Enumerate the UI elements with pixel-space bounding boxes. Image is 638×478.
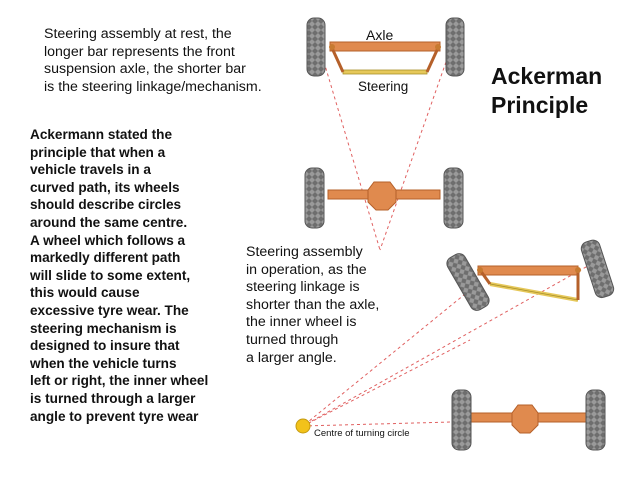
axle-label: Axle bbox=[366, 27, 394, 43]
principle-line: should describe circles bbox=[30, 197, 182, 213]
pivot bbox=[329, 44, 335, 50]
title-line: Principle bbox=[491, 92, 589, 118]
steering-linkage-bar bbox=[342, 69, 428, 75]
steering-linkage-edge bbox=[489, 283, 579, 301]
intro-line: suspension axle, the shorter bar bbox=[44, 61, 246, 78]
differential-housing-bottom bbox=[511, 404, 539, 434]
principle-line: will slide to some extent, bbox=[30, 267, 191, 283]
intro-text: Steering assembly at rest, the longer ba… bbox=[44, 26, 304, 96]
steering-label: Steering bbox=[358, 79, 409, 94]
intro-line: Steering assembly at rest, the bbox=[44, 26, 232, 42]
pivot bbox=[575, 267, 581, 273]
pivot bbox=[435, 44, 441, 50]
centre-of-turning-circle-label: Centre of turning circle bbox=[314, 428, 410, 439]
tyre-front-right bbox=[445, 17, 465, 77]
principle-line: vehicle travels in a bbox=[30, 162, 151, 178]
operation-line: Steering assembly bbox=[246, 244, 363, 260]
principle-line: is turned through a larger bbox=[30, 390, 196, 406]
operation-line: the inner wheel is bbox=[246, 314, 357, 331]
title-line: Ackerman bbox=[491, 63, 603, 89]
operation-line: turned through bbox=[246, 331, 339, 348]
tyre-rear-right-bottom bbox=[585, 389, 606, 451]
assembly-at-rest bbox=[306, 17, 465, 77]
steering-arm-right bbox=[425, 47, 440, 73]
front-axle-bar bbox=[329, 41, 441, 52]
front-axle-bar-turning bbox=[477, 265, 579, 276]
rear-axle-bottom bbox=[451, 389, 606, 451]
tyre-rear-left bbox=[304, 167, 325, 229]
operation-line: shorter than the axle, bbox=[246, 296, 380, 313]
principle-line: Ackermann stated the bbox=[30, 127, 173, 142]
guide-line-left bbox=[323, 61, 381, 251]
principle-line: curved path, its wheels bbox=[30, 179, 180, 195]
operation-line: steering linkage is bbox=[246, 279, 360, 296]
operation-line: in operation, as the bbox=[246, 261, 367, 278]
page-title: Ackerman Principle bbox=[491, 62, 631, 120]
steering-arm-left bbox=[330, 47, 345, 73]
differential-housing bbox=[367, 181, 397, 211]
principle-line: when the vehicle turns bbox=[30, 355, 177, 371]
pivot bbox=[477, 267, 483, 273]
principle-line: around the same centre. bbox=[30, 214, 188, 230]
operation-text: Steering assembly in operation, as the s… bbox=[246, 244, 406, 367]
tyre-rear-right bbox=[443, 167, 464, 229]
operation-line: a larger angle. bbox=[246, 349, 337, 366]
principle-line: angle to prevent tyre wear bbox=[30, 408, 199, 424]
centre-of-turning-circle-point bbox=[295, 418, 311, 434]
tyre-outer-turned bbox=[580, 239, 615, 299]
guide-line-extra bbox=[302, 339, 471, 427]
tyre-front-left bbox=[306, 17, 326, 77]
principle-text: Ackermann stated the principle that when… bbox=[30, 126, 245, 425]
principle-line: A wheel which follows a bbox=[30, 232, 186, 248]
tyre-inner-turned bbox=[446, 253, 490, 311]
principle-line: this would cause bbox=[30, 285, 140, 301]
assembly-in-operation bbox=[446, 239, 615, 311]
principle-line: excessive tyre wear. The bbox=[30, 302, 189, 318]
tyre-rear-left-bottom bbox=[451, 389, 472, 451]
principle-line: markedly different path bbox=[30, 250, 181, 266]
rear-axle-top bbox=[304, 167, 464, 229]
intro-line: is the steering linkage/mechanism. bbox=[44, 78, 262, 95]
principle-line: principle that when a bbox=[30, 144, 166, 160]
principle-line: left or right, the inner wheel bbox=[30, 373, 209, 389]
principle-line: steering mechanism is bbox=[30, 320, 177, 336]
principle-line: designed to insure that bbox=[30, 338, 180, 354]
intro-line: longer bar represents the front bbox=[44, 43, 235, 60]
